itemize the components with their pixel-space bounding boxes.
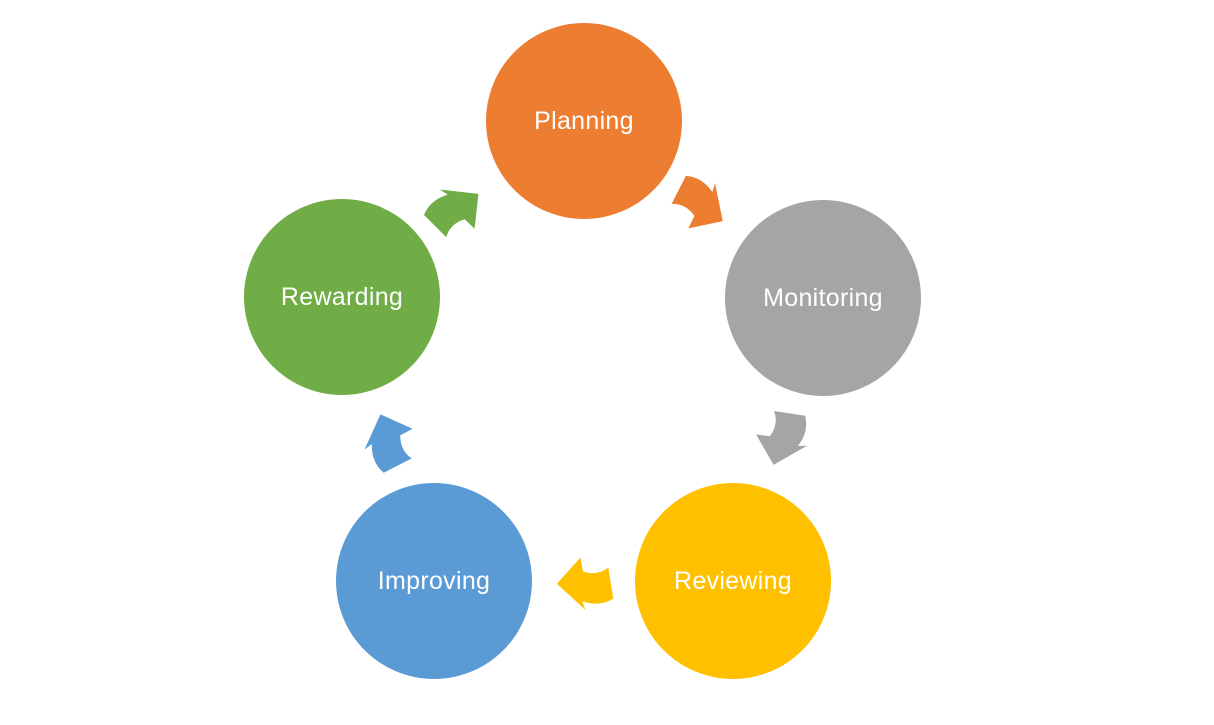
arrow-rewarding-to-planning-icon[interactable] bbox=[414, 171, 501, 258]
node-monitoring-label: Monitoring bbox=[763, 283, 883, 312]
node-rewarding[interactable]: Rewarding bbox=[244, 199, 440, 395]
arrow-improving-to-rewarding-icon[interactable] bbox=[354, 402, 432, 480]
node-monitoring[interactable]: Monitoring bbox=[725, 200, 921, 396]
node-improving[interactable]: Improving bbox=[336, 483, 532, 679]
arrow-shape bbox=[423, 189, 479, 238]
node-improving-label: Improving bbox=[377, 566, 491, 595]
node-planning-label: Planning bbox=[534, 106, 634, 135]
arrow-shape bbox=[364, 414, 413, 473]
arrow-monitoring-to-reviewing-icon[interactable] bbox=[740, 397, 818, 475]
arrow-shape bbox=[671, 175, 723, 229]
node-reviewing-label: Reviewing bbox=[673, 566, 793, 595]
node-planning[interactable]: Planning bbox=[486, 23, 682, 219]
arrow-shape bbox=[556, 557, 614, 610]
arrow-reviewing-to-improving-icon[interactable] bbox=[555, 549, 617, 611]
node-reviewing[interactable]: Reviewing bbox=[635, 483, 831, 679]
node-rewarding-label: Rewarding bbox=[280, 282, 404, 311]
arrow-shape bbox=[756, 410, 808, 465]
arrow-planning-to-monitoring-icon[interactable] bbox=[654, 164, 741, 251]
